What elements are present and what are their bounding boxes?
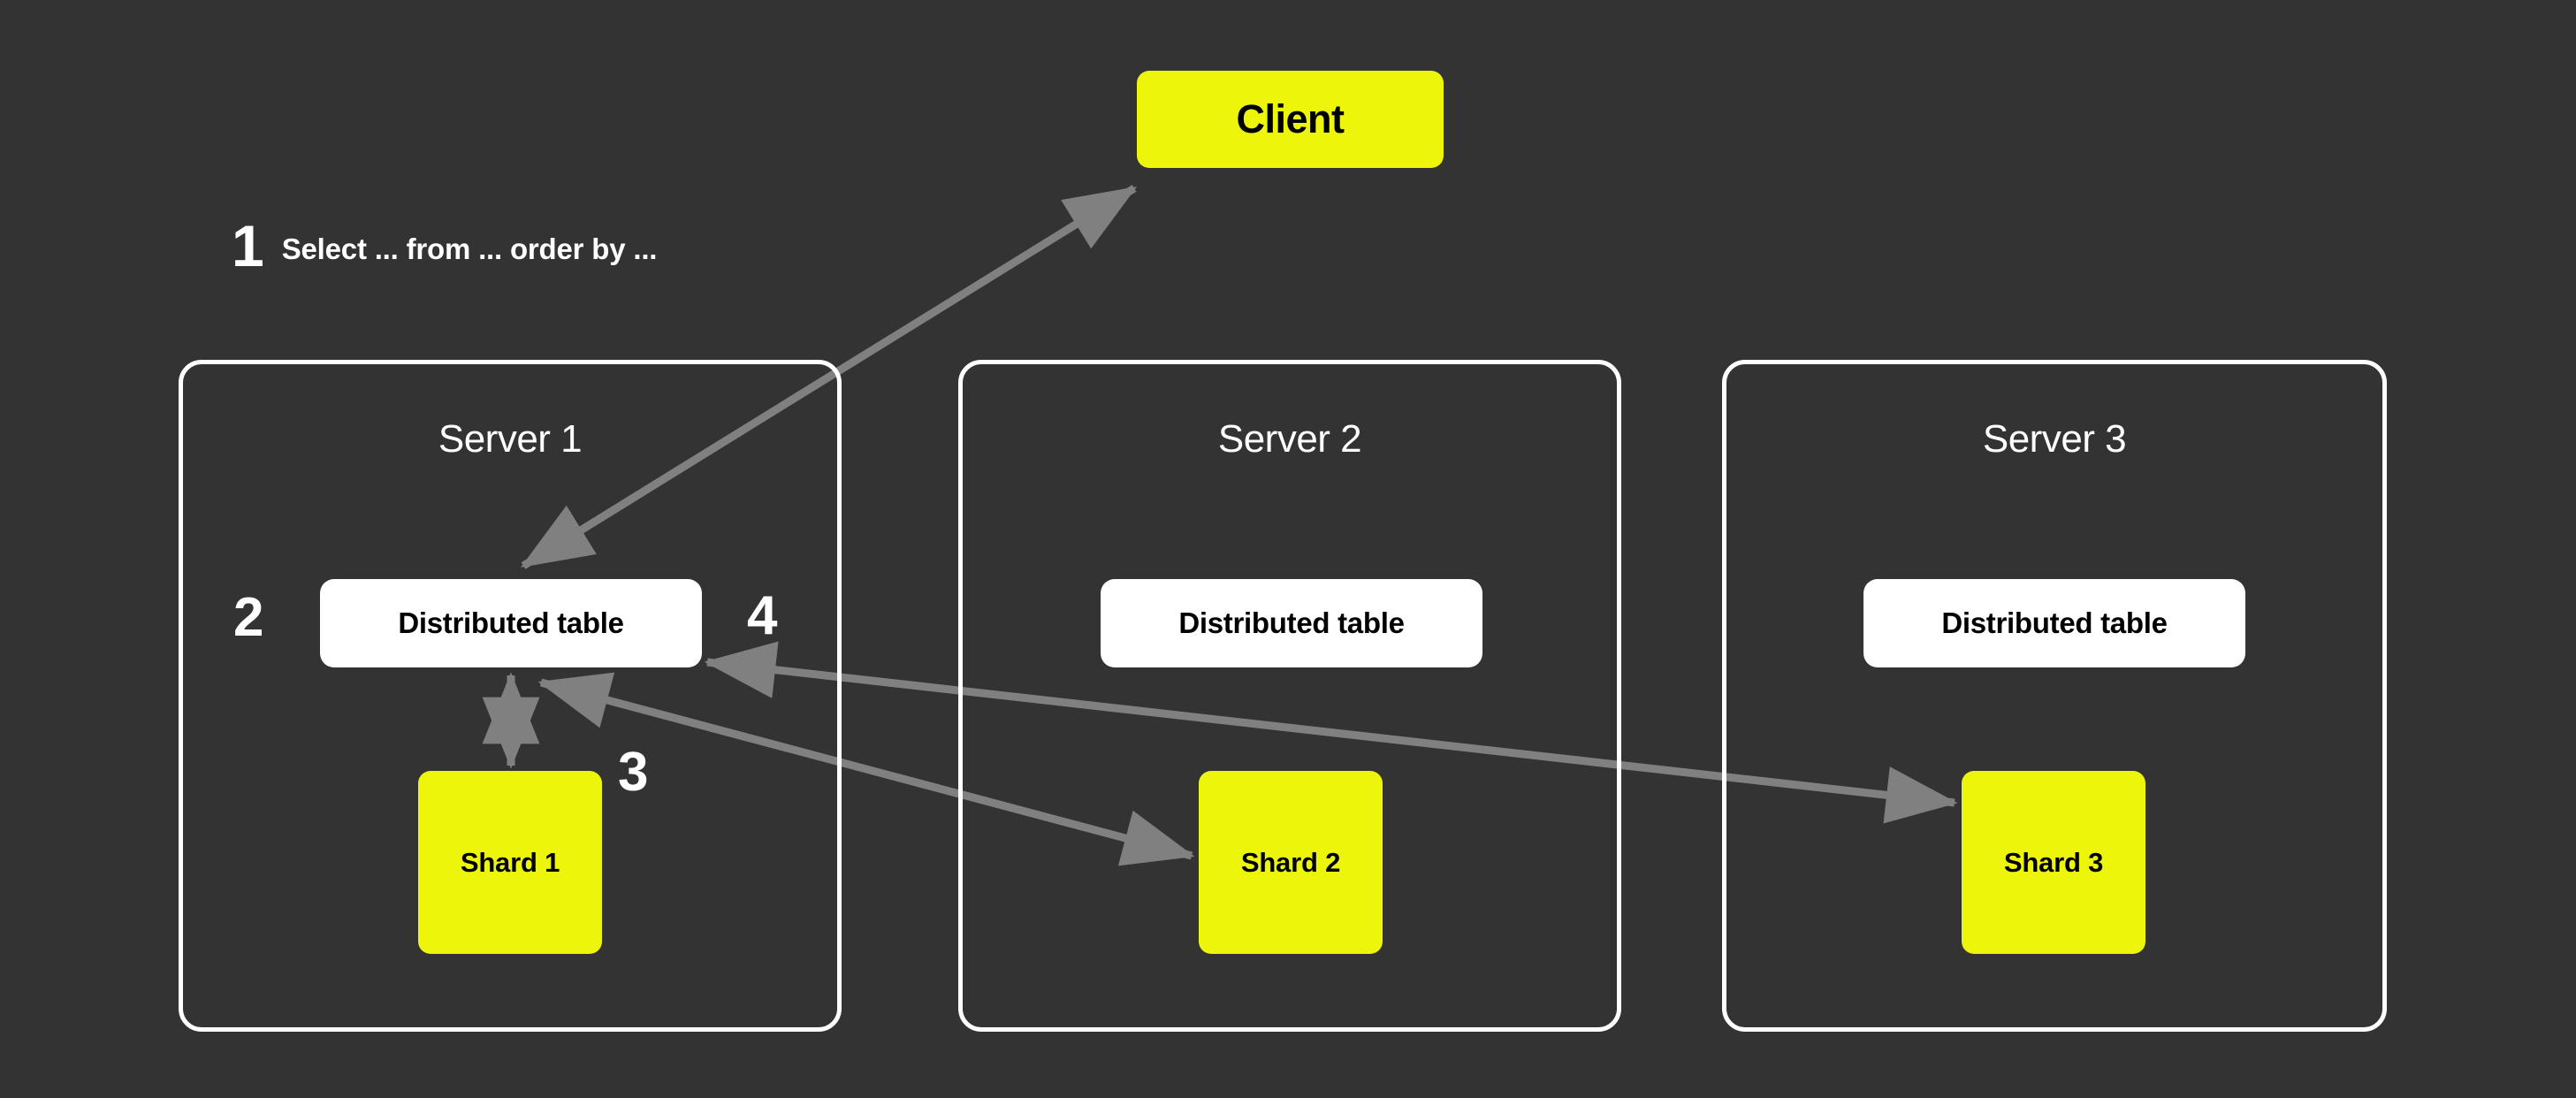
step-4-number: 4 <box>747 585 778 646</box>
distributed-table-server-2-label: Distributed table <box>1178 606 1405 639</box>
distributed-table-server-3[interactable]: Distributed table <box>1863 579 2245 667</box>
step-1-caption: 1 Select ... from ... order by ... <box>232 217 657 275</box>
client-label: Client <box>1236 96 1345 141</box>
shard-3-label: Shard 3 <box>2003 846 2104 878</box>
server-2-title: Server 2 <box>1217 417 1362 461</box>
server-3-title: Server 3 <box>1982 417 2127 461</box>
step-2-number: 2 <box>233 587 264 648</box>
step-1-query-text: Select ... from ... order by ... <box>281 233 658 265</box>
distributed-table-server-1[interactable]: Distributed table <box>320 579 702 667</box>
distributed-table-server-1-label: Distributed table <box>398 606 624 639</box>
distributed-table-server-3-label: Distributed table <box>1941 606 2168 639</box>
shard-1-label: Shard 1 <box>460 846 560 878</box>
step-1-number: 1 <box>232 213 264 278</box>
step-3-number: 3 <box>618 742 649 803</box>
shard-2-label: Shard 2 <box>1240 846 1341 878</box>
client-node[interactable]: Client <box>1137 71 1444 168</box>
shard-1-node[interactable]: Shard 1 <box>418 771 602 954</box>
distributed-table-server-2[interactable]: Distributed table <box>1101 579 1482 667</box>
shard-2-node[interactable]: Shard 2 <box>1199 771 1383 954</box>
server-1-title: Server 1 <box>438 417 583 461</box>
shard-3-node[interactable]: Shard 3 <box>1962 771 2145 954</box>
